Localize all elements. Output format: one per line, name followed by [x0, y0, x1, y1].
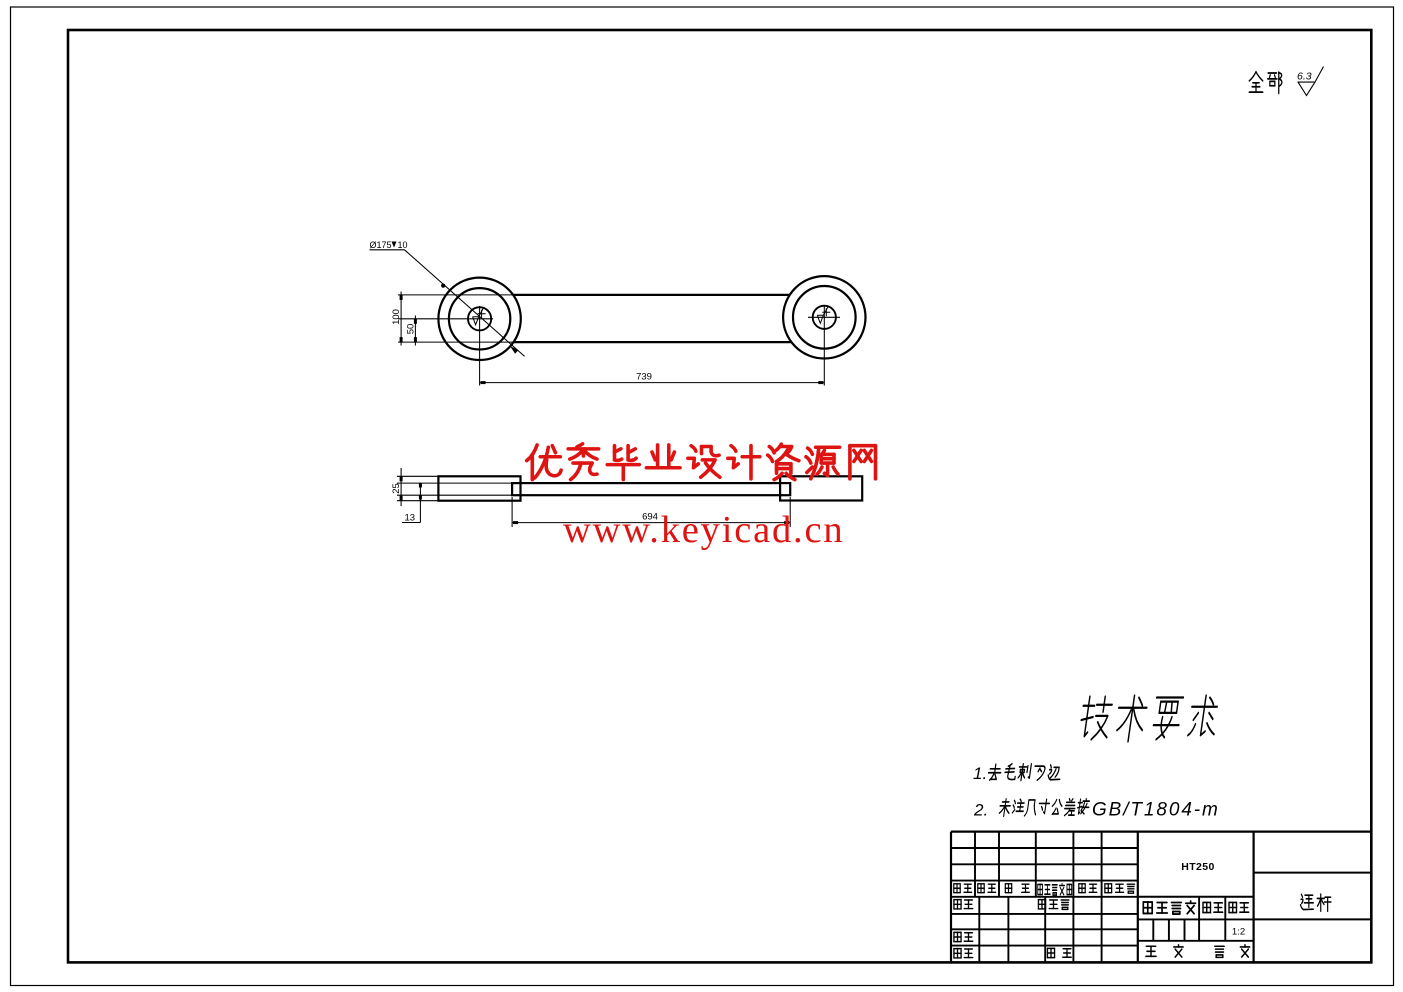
- svg-text:100: 100: [391, 309, 402, 325]
- svg-text:25: 25: [391, 483, 402, 494]
- svg-text:www.keyicad.cn: www.keyicad.cn: [563, 509, 844, 551]
- svg-text:GB/T1804-m: GB/T1804-m: [1092, 800, 1220, 821]
- svg-text:10: 10: [398, 240, 408, 250]
- svg-text:1:2: 1:2: [1232, 927, 1245, 938]
- svg-text:Ø175: Ø175: [370, 240, 392, 250]
- svg-text:694: 694: [642, 512, 658, 523]
- svg-text:HT250: HT250: [1181, 861, 1215, 873]
- svg-text:50: 50: [406, 324, 417, 335]
- svg-text:1.: 1.: [973, 764, 987, 783]
- svg-text:6.3: 6.3: [1297, 71, 1312, 83]
- svg-text:2.: 2.: [973, 801, 988, 820]
- svg-text:13: 13: [405, 513, 416, 524]
- svg-text:739: 739: [636, 372, 652, 383]
